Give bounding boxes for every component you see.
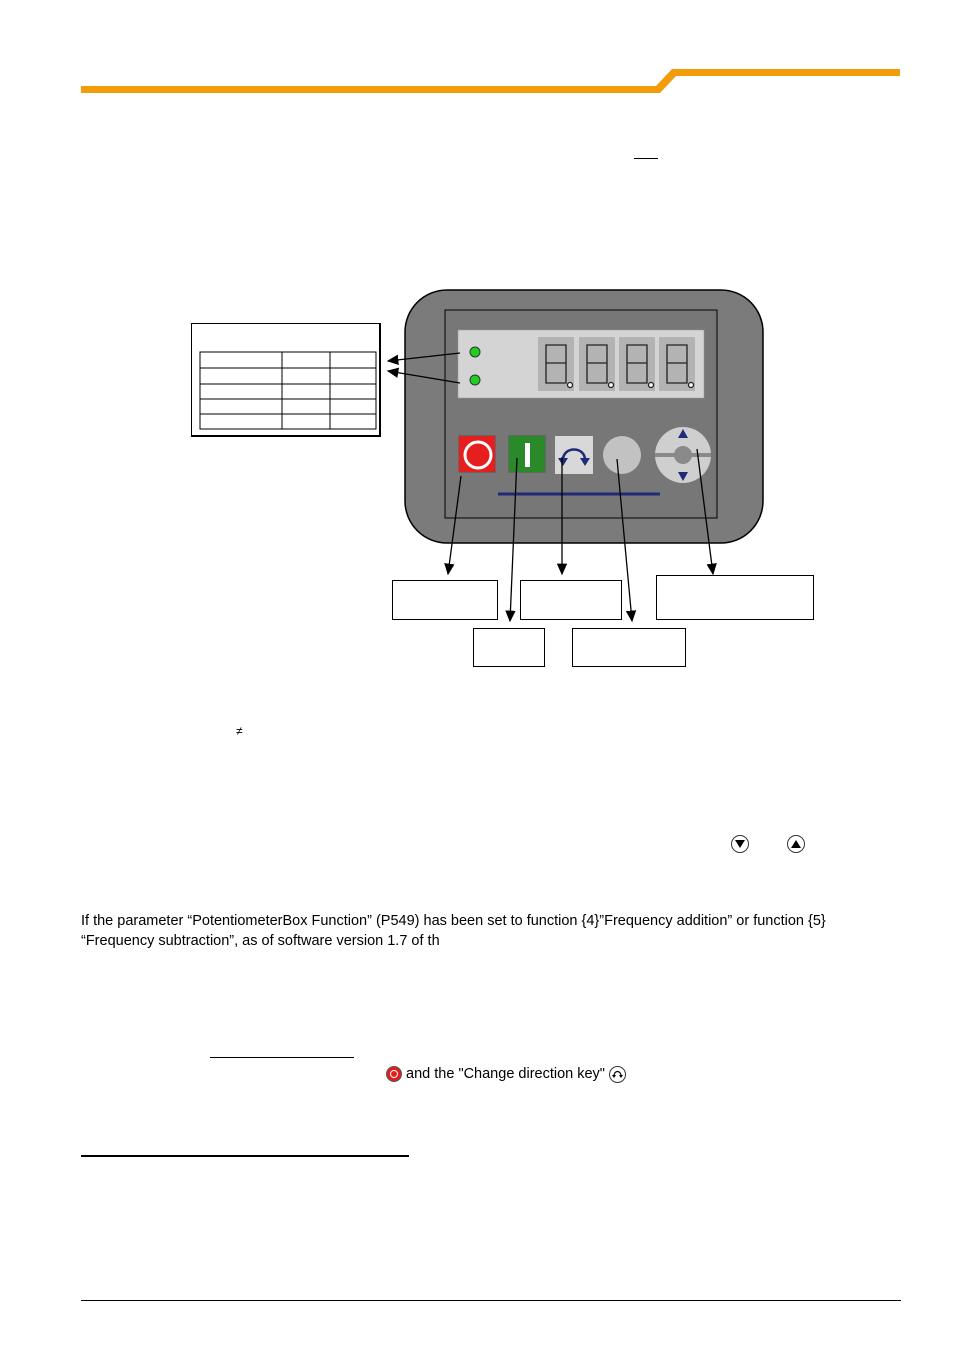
- stop-key-inline-icon: [386, 1066, 402, 1083]
- direction-arrow-icon: [558, 448, 590, 466]
- underline-rule: [210, 1057, 354, 1058]
- direction-key[interactable]: [555, 436, 593, 474]
- potentiometer-paragraph: If the parameter “PotentiometerBox Funct…: [81, 913, 826, 949]
- up-down-arrow-icon: [655, 427, 711, 483]
- value-keys-label-box: [656, 575, 814, 620]
- enter-key-label-box: [572, 628, 686, 667]
- up-button: [787, 835, 805, 853]
- callout-arrows: [386, 352, 717, 623]
- stop-key[interactable]: [458, 435, 496, 473]
- start-key[interactable]: [508, 435, 546, 473]
- footer-rule: [81, 1300, 901, 1301]
- stop-icon: [463, 440, 493, 470]
- direction-key-inline-icon: [608, 1065, 626, 1083]
- intro-underline-mark: [634, 158, 658, 159]
- key-combination-line: and the "Change direction key": [386, 1065, 626, 1083]
- stop-key-label-box: [392, 580, 498, 620]
- start-icon: [525, 443, 530, 467]
- start-key-label-box: [473, 628, 545, 667]
- section-underline: [81, 1155, 409, 1157]
- direction-key-label-box: [520, 580, 622, 620]
- legend-table-grid: [199, 351, 377, 430]
- down-triangle-icon: [735, 840, 745, 848]
- value-keys[interactable]: [654, 426, 712, 484]
- direction-arrow-icon: [611, 1070, 623, 1078]
- up-triangle-icon: [791, 840, 801, 848]
- down-button: [731, 835, 749, 853]
- and-direction-text: and the "Change direction key": [406, 1066, 605, 1082]
- not-equal-symbol: ≠: [236, 724, 243, 738]
- header-accent-bar: [81, 69, 900, 93]
- enter-key[interactable]: [603, 436, 641, 474]
- led-legend-table: [191, 323, 381, 437]
